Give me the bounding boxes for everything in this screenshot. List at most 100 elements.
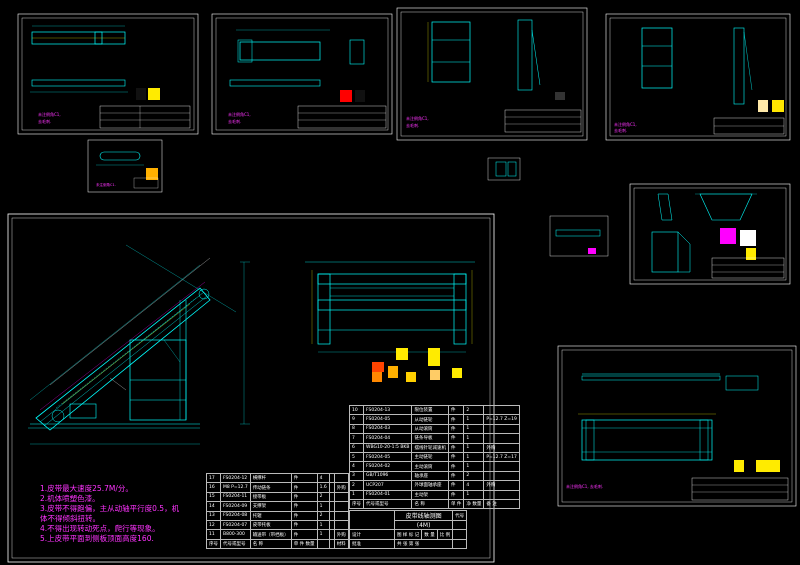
sheet-top-3: 未注倒角C1, 去毛刺. bbox=[396, 7, 588, 141]
bom-cell-no: 9 bbox=[349, 414, 364, 425]
note-line: 5.上皮带平面到侧板顶面高度160. bbox=[40, 534, 154, 543]
bom-cell-qty: 件 bbox=[290, 519, 318, 531]
bom-header-cell: 代号或型号 bbox=[362, 498, 413, 510]
sheet-tiny-center bbox=[487, 157, 521, 181]
bom-cell-name: 传动链条 bbox=[249, 482, 292, 493]
bom-cell-name: 横撑杆 bbox=[249, 472, 292, 484]
bom-cell-qty: 件 bbox=[290, 491, 318, 503]
bom-header-cell: 名 称 bbox=[249, 538, 292, 550]
bom-cell-no: 16 bbox=[206, 482, 221, 493]
bom-cell-no: 6 bbox=[349, 442, 364, 453]
bom-cell-note bbox=[483, 470, 520, 482]
note-line: 1.皮带最大速度25.7M/分。 bbox=[40, 484, 133, 493]
svg-text:未注倒角C1,: 未注倒角C1, bbox=[38, 111, 61, 117]
bom-header-cell: 单 件 bbox=[447, 498, 465, 510]
bom-cell-no: 2 bbox=[349, 480, 364, 491]
drawing-sub: (4M) bbox=[393, 519, 454, 531]
bom-cell-n: 1 bbox=[463, 433, 485, 444]
bom-cell-name: 从动链轮 bbox=[411, 414, 449, 425]
bom-cell-name: 主动架 bbox=[411, 489, 449, 500]
bom-cell-n: 1 bbox=[316, 519, 330, 531]
bom-cell-qty: 件 bbox=[447, 404, 465, 416]
sheet-count: 共 张 第 张 bbox=[393, 538, 454, 550]
bom-cell-note: 外购 bbox=[483, 442, 520, 453]
bom-cell-n: 1 bbox=[463, 451, 485, 463]
bom-header-cell: 序号 bbox=[206, 538, 221, 550]
bom-cell-code: FS0204-13 bbox=[362, 404, 413, 416]
sheet-top-2: 未注倒角C1, 去毛刺. bbox=[211, 13, 393, 135]
note-line: 4.不得出现转动死点，爬行等现象。 bbox=[40, 524, 160, 533]
bom-cell-n: 1 bbox=[463, 442, 485, 453]
bom-cell-code: UCP207 bbox=[362, 480, 413, 491]
sheet-top-4: 未注倒角C1, 去毛刺. bbox=[605, 13, 791, 141]
bom-cell-no: 1 bbox=[349, 489, 364, 500]
bom-cell-note: P=12.7 Z=19 bbox=[483, 414, 520, 425]
bom-cell-qty: 件 bbox=[447, 489, 465, 500]
bom-cell-note: 外购 bbox=[333, 529, 349, 540]
svg-text:未注倒角C1,: 未注倒角C1, bbox=[614, 121, 637, 127]
bom-cell-qty: 件 bbox=[447, 470, 465, 482]
bom-cell-note bbox=[483, 461, 520, 472]
scale-label: 图 样 标 记 bbox=[393, 529, 423, 540]
bom-cell-code: FS0204-11 bbox=[220, 491, 251, 503]
bom-cell-n: 1 bbox=[463, 423, 485, 435]
bom-cell-note: 外购 bbox=[333, 482, 349, 493]
bom-cell-qty: 件 bbox=[290, 482, 318, 493]
bom-cell-code: FS0204-09 bbox=[220, 501, 251, 512]
bom-cell-note bbox=[333, 491, 349, 503]
bom-cell-no: 8 bbox=[349, 423, 364, 435]
bom-cell-code: FS0204-04 bbox=[362, 433, 413, 444]
bom-cell-no: 7 bbox=[349, 433, 364, 444]
bom-cell-no: 14 bbox=[206, 501, 221, 512]
bom-cell-qty: 件 bbox=[447, 480, 465, 491]
sheet-small-right bbox=[549, 215, 609, 257]
bom-header-cell: 备 注 bbox=[483, 498, 520, 510]
bom-cell-note bbox=[333, 519, 349, 531]
bom-cell-qty: 件 bbox=[447, 433, 465, 444]
bom-cell-code: FS0204-07 bbox=[220, 519, 251, 531]
bom-cell-note bbox=[483, 489, 520, 500]
bom-cell-code: FS0204-02 bbox=[362, 461, 413, 472]
svg-text:去毛刺.: 去毛刺. bbox=[614, 127, 627, 133]
color-swatches bbox=[372, 348, 462, 382]
bom-cell-n: 1 bbox=[463, 414, 485, 425]
bom-cell-code: GB/T1096 bbox=[362, 470, 413, 482]
bom-cell-name: 外球面轴承座 bbox=[411, 480, 449, 491]
bom-cell-name: 轴承座 bbox=[411, 470, 449, 482]
bom-cell-qty: 件 bbox=[447, 423, 465, 435]
sheet-main bbox=[7, 213, 495, 563]
bom-cell-n: 1 bbox=[316, 501, 330, 512]
bom-cell-n: 1 bbox=[463, 461, 485, 472]
bom-cell-n: 1 bbox=[316, 529, 330, 540]
bom-cell-n: 2 bbox=[316, 491, 330, 503]
bom-header-cell: 单 件 数量 bbox=[290, 538, 318, 550]
bom-header-cell: 代号或型号 bbox=[220, 538, 251, 550]
bom-cell-qty: 件 bbox=[290, 472, 318, 484]
bom-cell-note bbox=[483, 404, 520, 416]
bom-cell-note bbox=[333, 510, 349, 521]
bom-cell-name: 主动滚筒 bbox=[411, 461, 449, 472]
bom-cell-qty: 件 bbox=[290, 529, 318, 540]
svg-text:去毛刺.: 去毛刺. bbox=[38, 118, 51, 124]
bom-header-row: 序号代号或型号名 称单 件 数量材料 bbox=[206, 538, 349, 550]
svg-text:未注倒角C1,: 未注倒角C1, bbox=[228, 111, 251, 117]
bom-cell-qty: 件 bbox=[447, 451, 465, 463]
bom-cell-n: 4 bbox=[316, 472, 330, 484]
bom-cell-code: M8 P=12.7 bbox=[220, 482, 251, 493]
svg-text:未注倒角C1,: 未注倒角C1, bbox=[406, 115, 429, 121]
bom-cell-qty: 件 bbox=[447, 442, 465, 453]
bom-cell-name: 限位装置 bbox=[411, 404, 449, 416]
bom-cell-qty: 件 bbox=[290, 510, 318, 521]
sheet-right-middle bbox=[629, 183, 791, 285]
bom-cell-n: 1 bbox=[463, 489, 485, 500]
title-block: 皮带线轴测图 代号 (4M) 设计 图 样 标 记 数 量 比 例 批准 共 张… bbox=[349, 509, 468, 550]
note-line: 2.机体喷塑色漆。 bbox=[40, 494, 100, 503]
